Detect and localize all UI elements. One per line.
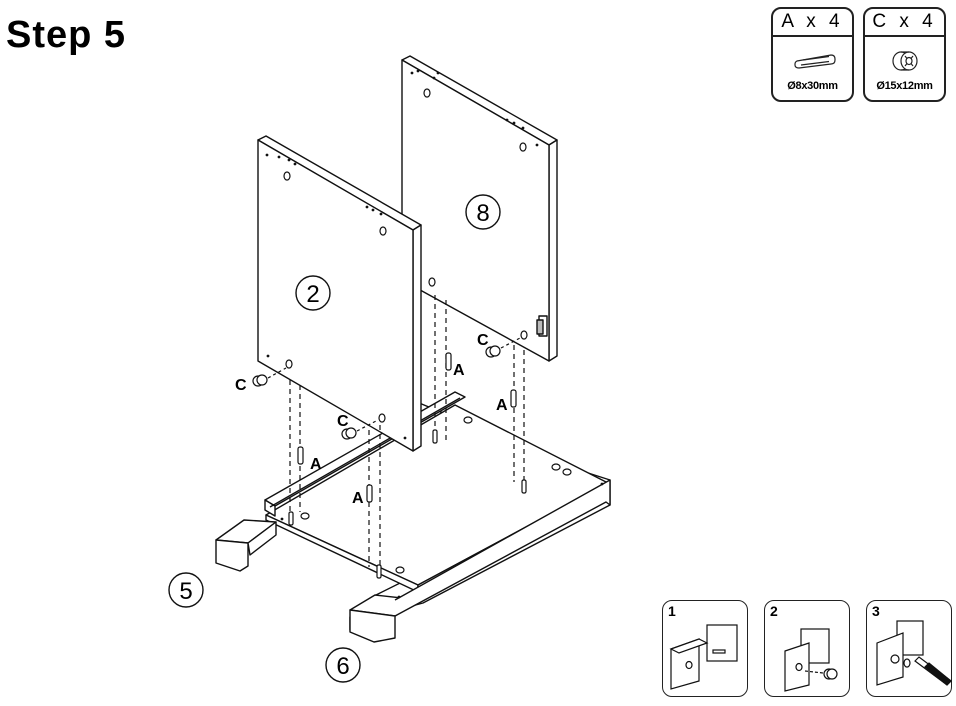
hardware-box-cam: C x 4 Ø15x12mm [863,7,946,102]
hardware-count-dowel: A x 4 [773,9,852,37]
callout-a-1: A [310,456,322,473]
sub-step-3: 3 [866,600,952,697]
sub-step-1: 1 [662,600,748,697]
part-circle-6 [325,647,361,683]
cam-lock-icon [865,43,944,79]
callout-c-1: C [235,377,247,394]
foot-back [349,479,611,643]
hardware-box-dowel: A x 4 Ø8x30mm [771,7,854,102]
part-circle-8 [465,194,501,230]
hardware-count-cam: C x 4 [865,9,944,37]
step-title: Step 5 [6,14,127,56]
callout-a-3: A [453,362,465,379]
dowel-icon [773,43,852,79]
callout-a-2: A [352,490,364,507]
hardware-size-cam: Ø15x12mm [876,80,933,92]
part-label-6: 6 [336,653,349,680]
callout-c-2: C [337,413,349,430]
panel-2 [257,135,422,452]
foot-front [215,519,277,572]
part-label-2: 2 [306,281,319,308]
sub-step-number-1: 1 [668,603,676,619]
part-label-8: 8 [476,200,489,227]
cam-markers [252,345,501,440]
callout-a-4: A [496,397,508,414]
sub-step-number-3: 3 [872,603,880,619]
part-circle-2 [295,275,331,311]
dowel-markers [288,352,527,579]
sub-step-2: 2 [764,600,850,697]
hardware-size-dowel: Ø8x30mm [787,80,838,92]
part-circle-5 [168,572,204,608]
part-label-5: 5 [179,578,192,605]
sub-step-number-2: 2 [770,603,778,619]
callout-c-3: C [477,332,489,349]
